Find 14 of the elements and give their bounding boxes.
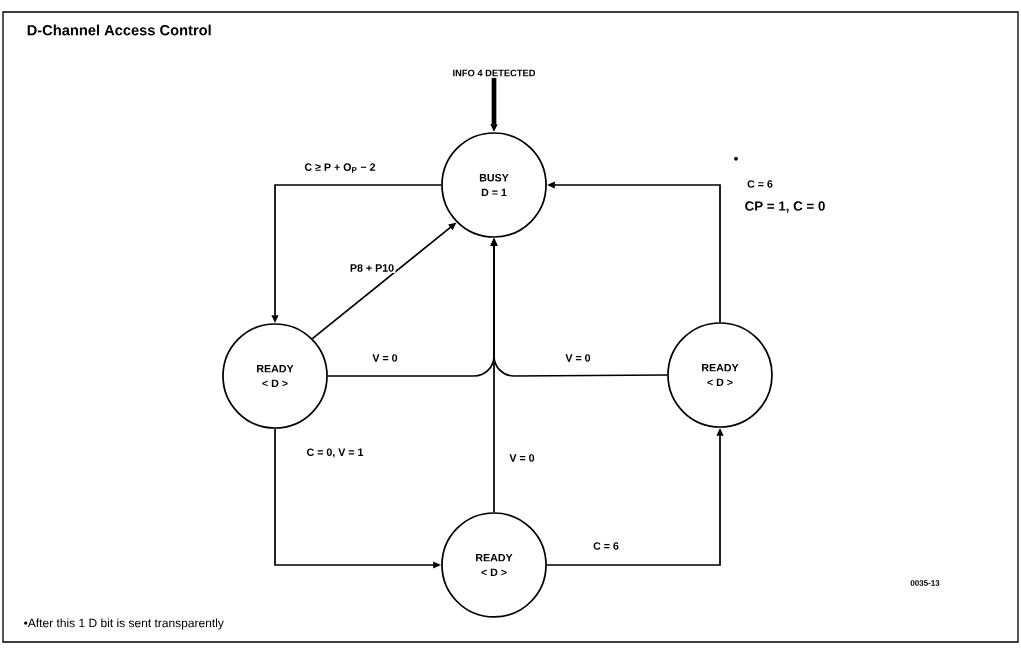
edge-label: C = 6 xyxy=(591,540,621,552)
footnote-mark: • xyxy=(734,156,738,161)
diagram-title: D-Channel Access Control xyxy=(27,24,211,36)
event-label: INFO 4 DETECTED xyxy=(453,69,536,77)
figure-number: 0035-13 xyxy=(910,580,940,586)
edge-label: V = 0 xyxy=(508,452,536,464)
edge-label: P8 + P10 xyxy=(348,262,396,274)
action-label: CP = 1, C = 0 xyxy=(745,201,825,213)
edge-label: C = 0, V = 1 xyxy=(305,447,365,459)
edge-label: V = 0 xyxy=(564,352,592,364)
edge-label: V = 0 xyxy=(371,352,399,364)
footnote: •After this 1 D bit is sent transparently xyxy=(24,618,224,630)
edge-label: C = 6 xyxy=(745,178,775,190)
edge-label: C ≥ P + O$_{P}$ − 2 xyxy=(303,162,377,174)
